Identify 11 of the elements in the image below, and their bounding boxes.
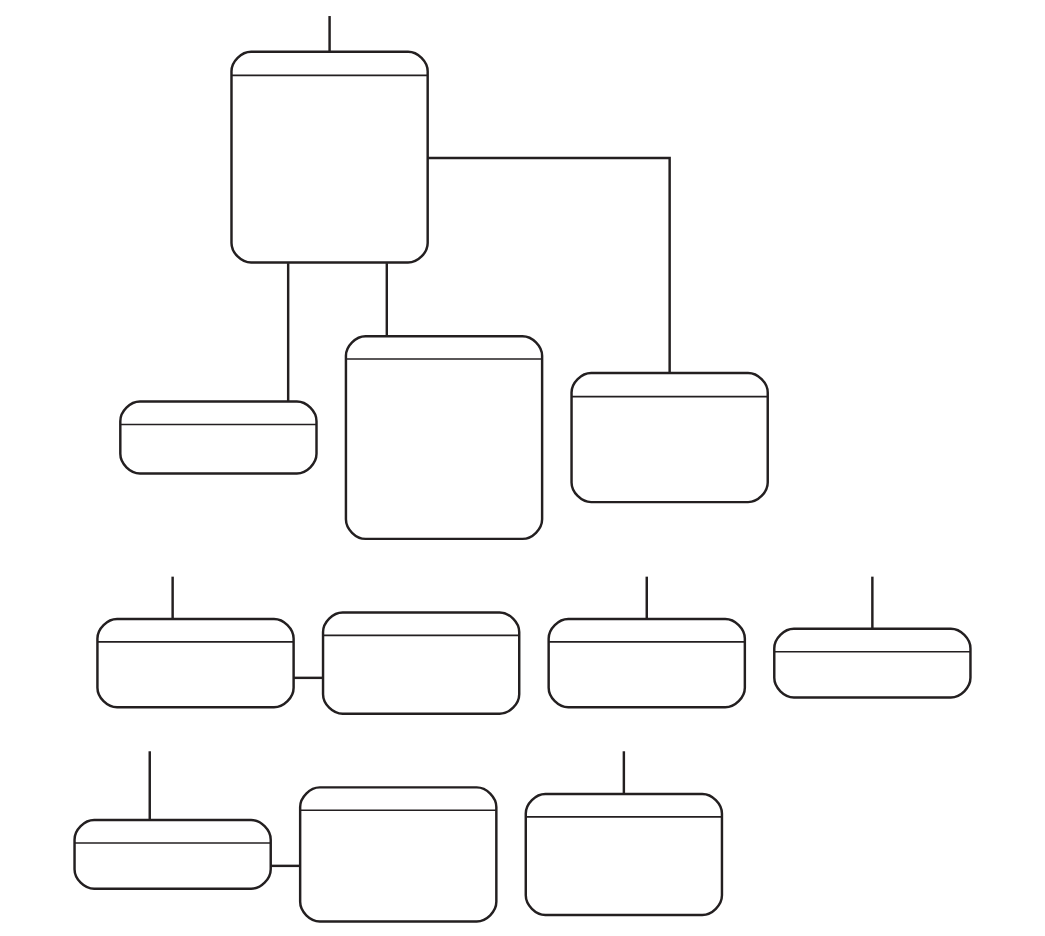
connector [871,576,874,629]
connector [270,864,300,868]
connector [622,751,626,794]
connector [148,751,151,820]
connector [286,263,290,402]
connector [293,676,323,680]
connector [385,263,389,336]
connector [645,576,648,619]
connector [171,576,174,619]
connector [328,16,331,52]
connector [427,156,671,373]
